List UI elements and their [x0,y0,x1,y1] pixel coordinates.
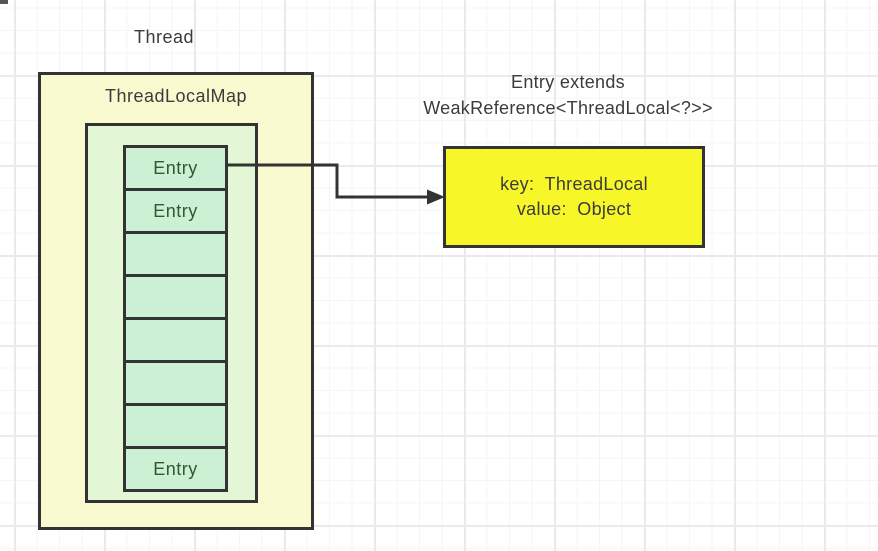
entry-cell: Entry [123,188,228,234]
threadlocalmap-label: ThreadLocalMap [104,86,248,106]
entry-cell: Entry [123,145,228,191]
thread-label: Thread [134,27,195,47]
entry-cell [123,231,228,277]
entry-note: Entry extends WeakReference<ThreadLocal<… [393,69,743,121]
entry-cell [123,317,228,363]
screen-corner-artifact [0,0,8,4]
entry-value-line: value: Object [516,199,632,219]
entry-note-line1: Entry extends [511,72,625,92]
entry-cell [123,403,228,449]
entry-note-line2: WeakReference<ThreadLocal<?>> [423,98,713,118]
entry-cell [123,360,228,406]
entry-cell: Entry [123,446,228,492]
entry-key-line: key: ThreadLocal [500,174,648,194]
entry-detail-box: key: ThreadLocal value: Object [443,146,705,248]
entry-table: Entry Entry Entry [123,145,228,492]
entry-cell [123,274,228,320]
